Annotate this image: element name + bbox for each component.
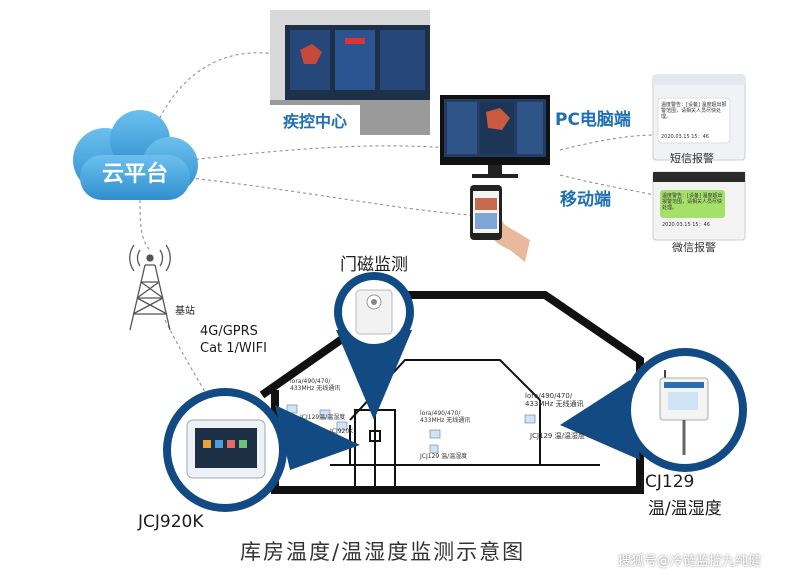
note-right-sensor: JCJ129 温/温湿度 (530, 432, 585, 440)
sensor-label-2: 温/温湿度 (648, 499, 722, 519)
network-line-1: 4G/GPRS (200, 324, 258, 339)
door-sensor-label: 门磁监测 (340, 255, 408, 275)
sms-screen (652, 74, 746, 161)
diagram-caption: 库房温度/温湿度监测示意图 (240, 540, 526, 564)
gateway-label: JCJ920K (138, 512, 204, 532)
phone-hand (470, 185, 530, 262)
sensor-balloon (560, 348, 747, 472)
network-line-2: Cat 1/WIFI (200, 341, 267, 356)
sms-label: 短信报警 (670, 152, 714, 165)
gateway-balloon (163, 388, 360, 512)
note-left-gateway: JCJ920K (330, 428, 354, 435)
tower-label: 基站 (175, 306, 195, 317)
note-left-sensor: JCJ129温/温湿度 (300, 414, 346, 421)
note-left-radio: lora/490/470/ 433MHz 无线通讯 (290, 378, 341, 392)
note-right-radio: lora/490/470/ 433MHz 无线通讯 (525, 392, 584, 408)
mobile-label: 移动端 (560, 190, 611, 210)
note-mid-sensor: JCJ129 温/温湿度 (420, 453, 468, 460)
pc-label: PC电脑端 (555, 110, 631, 130)
cell-tower (129, 244, 171, 331)
wechat-message: 温度警告：[设备] 温度超出报警范围，请相关人员尽快处理。 (662, 193, 723, 211)
cloud-label: 云平台 (102, 162, 169, 187)
sensor-label-1: JCJ129 (640, 472, 695, 492)
house-door (354, 409, 396, 491)
sms-time: 2020.03.15 15：46 (661, 134, 709, 140)
watermark: 搜狐号@冷链监控九纯健 (618, 554, 762, 569)
wechat-screen (652, 171, 746, 241)
door-sensor-balloon (334, 272, 414, 420)
control-center-photo (270, 10, 430, 135)
wechat-label: 微信报警 (672, 241, 716, 254)
control-center-label: 疾控中心 (283, 112, 348, 131)
door-lock (369, 430, 381, 442)
house-devices (286, 404, 536, 454)
wechat-time: 2020.03.15 15：46 (662, 222, 710, 228)
cloud-shape (73, 110, 198, 200)
sms-message: 温度警告：[设备] 温度超出报警范围，请相关人员尽快处理。 (661, 102, 727, 120)
pc-monitor (440, 95, 550, 178)
note-mid-radio: lora/490/470/ 433MHz 无线通讯 (420, 410, 471, 424)
